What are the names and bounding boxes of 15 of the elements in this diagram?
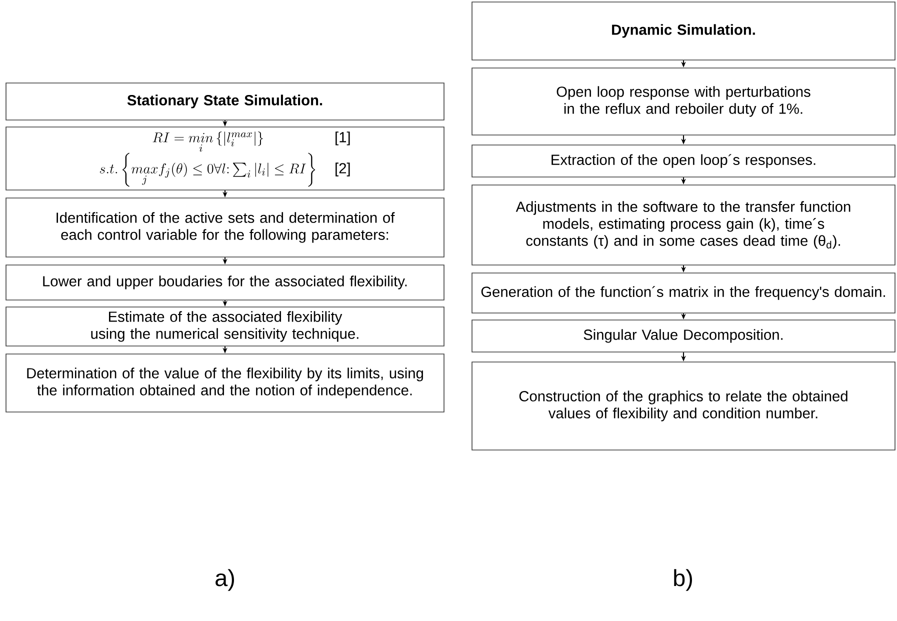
process-box: Identification of the active sets and determination of each control variable for the following parameters: bbox=[6, 198, 444, 258]
process-box: Adjustments in the software to the transfer function models, estimating process gain (k), time´s constants (τ) and in some cases dead time (θ$_{d}$). bbox=[472, 184, 896, 266]
process-box: $RI = \underset{i}{min}\left\{\left|l^{max}_{i}\right|\right\}$ [1] $s.t.\left\{\underset{j}{max} f_j(\theta) \le 0 \forall l{:}\textstyle\sum_i |l_i| \le RI\right\}$ [2] bbox=[6, 126, 444, 190]
process-box: Stationary State Simulation. bbox=[6, 82, 444, 120]
process-box: Estimate of the associated flexibility using the numerical sensitivity technique. bbox=[6, 306, 444, 346]
process-box: Dynamic Simulation. bbox=[472, 2, 896, 60]
process-box: Open loop response with perturbations in the reflux and reboiler duty of 1%. bbox=[472, 68, 896, 136]
process-box: Extraction of the open loop´s responses. bbox=[472, 144, 896, 178]
process-box: Determination of the value of the flexibility by its limits, using the information obtained and the notion of independence. bbox=[6, 354, 444, 412]
panel-label: a) bbox=[216, 569, 234, 591]
process-box: Lower and upper boudaries for the associated flexibility. bbox=[6, 264, 444, 300]
panel-label: b) bbox=[674, 569, 692, 591]
process-box: Singular Value Decomposition. bbox=[472, 320, 896, 352]
process-box: Generation of the function´s matrix in the frequency's domain. bbox=[472, 272, 896, 314]
process-box: Construction of the graphics to relate the obtained values of flexibility and condition number. bbox=[472, 362, 896, 450]
